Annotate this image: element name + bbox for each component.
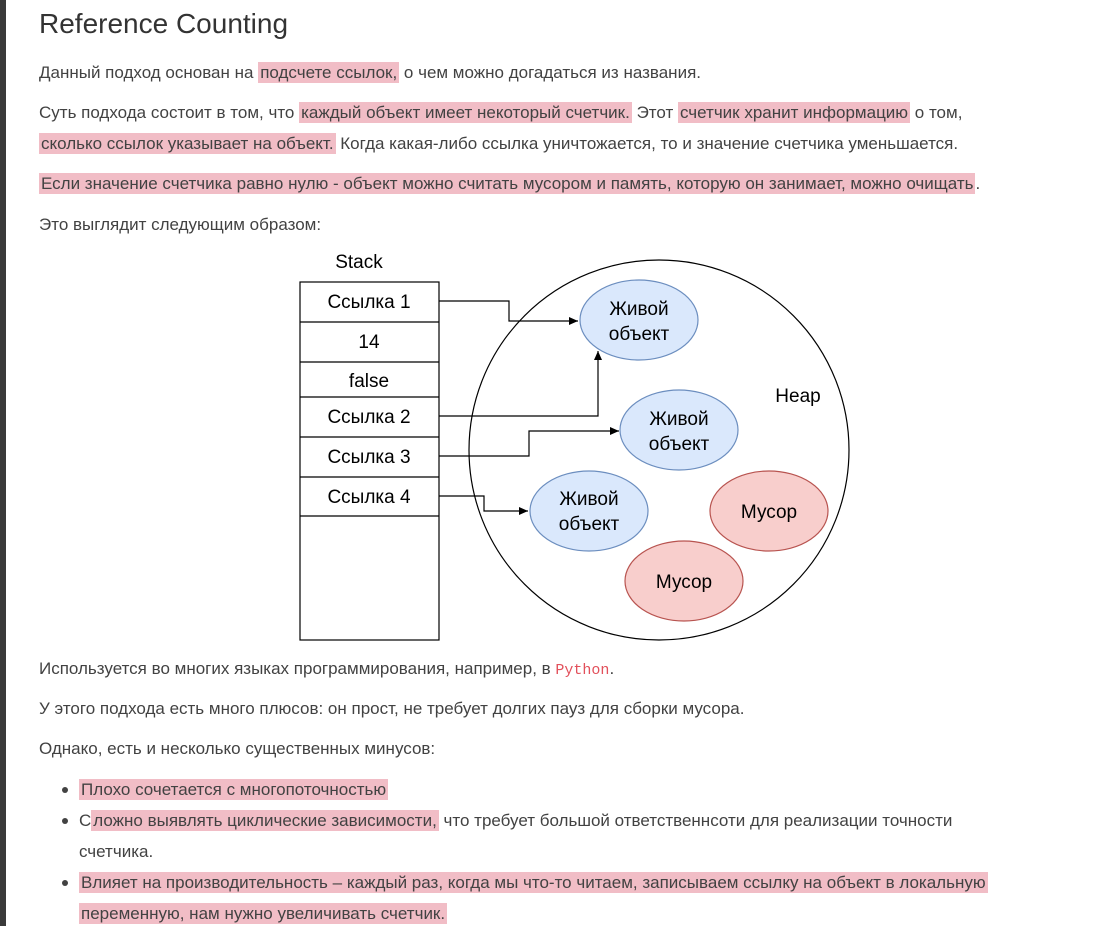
paragraph-zero: Если значение счетчика равно нулю - объе… <box>39 168 980 199</box>
garbage-label: Мусор <box>741 502 797 523</box>
paragraph-cons: Однако, есть и несколько существенных ми… <box>39 739 436 758</box>
live-object-3 <box>529 470 649 552</box>
intro-text-before: Данный подход основан на <box>39 63 259 82</box>
stack-cell: 14 <box>358 332 380 353</box>
live-object-2 <box>619 389 739 471</box>
stack-box <box>299 281 440 641</box>
cyclic-text-rest: что требует большой ответственнсоти для … <box>438 811 953 830</box>
highlight-counter-info: счетчик хранит информацию <box>677 102 911 123</box>
left-border <box>0 0 6 926</box>
stack-cell: Ссылка 2 <box>327 407 410 428</box>
intro-text-after: о чем можно догадаться из названия. <box>399 63 701 82</box>
zero-text-after: . <box>975 174 981 193</box>
python-code: Python <box>555 662 610 679</box>
paragraph-intro: Данный подход основан на подсчете ссылок… <box>39 57 701 88</box>
live-object-label: объект <box>609 324 670 345</box>
garbage-label: Мусор <box>656 572 712 593</box>
garbage-object-1 <box>709 470 829 552</box>
live-object-label: Живой <box>649 409 708 430</box>
stack-cell: Ссылка 3 <box>327 447 410 468</box>
paragraph-pros: У этого подхода есть много плюсов: он пр… <box>39 699 745 718</box>
arrow-ref1 <box>439 300 578 325</box>
essence-text-3: о том, <box>910 103 963 122</box>
highlight-performance: Влияет на производительность – каждый ра… <box>79 872 988 893</box>
highlight-cyclic: ложно выявлять циклические зависимости, <box>91 810 439 831</box>
highlight-counter: каждый объект имеет некоторый счетчик. <box>299 102 632 123</box>
paragraph-looks-like: Это выглядит следующим образом: <box>39 215 322 234</box>
stack-cell: Ссылка 1 <box>327 292 410 313</box>
live-object-label: Живой <box>609 299 668 320</box>
list-item: Плохо сочетается с многопоточностью <box>39 774 1079 805</box>
highlight-zero-garbage: Если значение счетчика равно нулю - объе… <box>39 173 976 194</box>
essence-text-2: Этот <box>631 103 678 122</box>
live-object-1 <box>579 279 699 361</box>
garbage-object-2 <box>624 540 744 622</box>
arrow-ref2 <box>439 351 602 417</box>
cyclic-text-line2: счетчика. <box>79 842 154 861</box>
live-object-label: объект <box>649 434 710 455</box>
paragraph-essence-line2: сколько ссылок указывает на объект. Когд… <box>39 128 958 159</box>
arrow-ref3 <box>439 427 619 457</box>
paragraph-usage: Используется во многих языках программир… <box>39 653 614 686</box>
stack-cell: false <box>349 371 389 392</box>
stack-cell: Ссылка 4 <box>327 487 411 508</box>
page-title: Reference Counting <box>39 8 289 39</box>
usage-text: Используется во многих языках программир… <box>39 659 556 678</box>
cyclic-text-pre: С <box>79 811 92 830</box>
list-item: Влияет на производительность – каждый ра… <box>39 867 1079 929</box>
stack-title: Stack <box>335 252 383 273</box>
essence-text-4: Когда какая-либо ссылка уничтожается, то… <box>335 134 959 153</box>
essence-text: Суть подхода состоит в том, что <box>39 103 300 122</box>
live-object-label: Живой <box>559 489 618 510</box>
usage-text-after: . <box>609 659 615 678</box>
highlight-performance-2: переменную, нам нужно увеличивать счетчи… <box>79 903 448 924</box>
paragraph-essence-line1: Суть подхода состоит в том, что каждый о… <box>39 97 962 128</box>
heap-circle <box>468 259 850 641</box>
live-object-label: объект <box>559 514 620 535</box>
highlight-ref-count: сколько ссылок указывает на объект. <box>39 133 336 154</box>
highlight-counting: подсчете ссылок, <box>258 62 400 83</box>
heap-label: Heap <box>775 386 820 407</box>
arrow-ref4 <box>439 495 528 515</box>
highlight-multithreading: Плохо сочетается с многопоточностью <box>79 779 389 800</box>
